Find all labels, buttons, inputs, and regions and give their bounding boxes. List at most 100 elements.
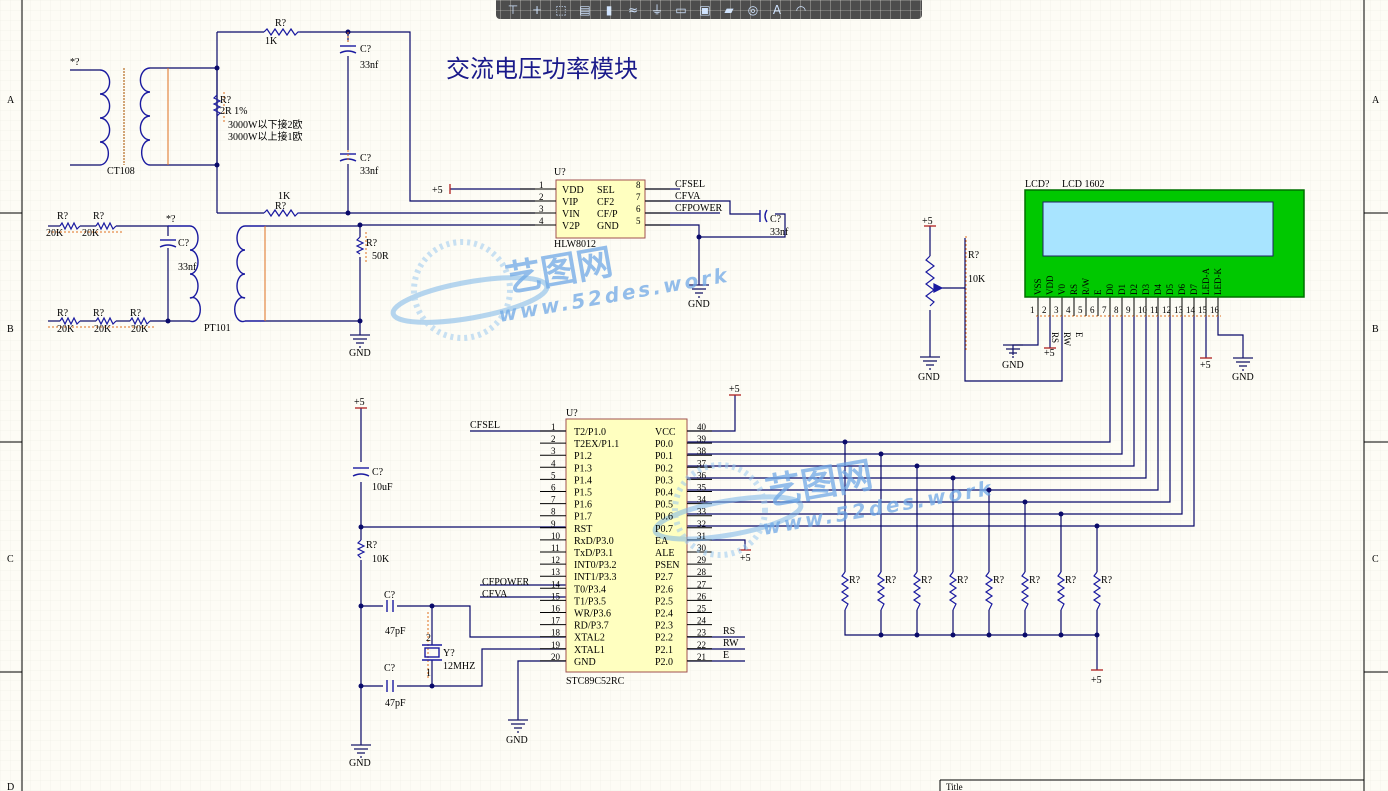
u1-part-name: HLW8012 [554,239,596,250]
lcd-pin-number: 10 [1138,305,1148,315]
u2-pin-number: 28 [697,567,707,577]
net-rs: RS [723,626,735,637]
u1-pin-number: 7 [636,192,641,202]
c-out-designator: C? [770,214,782,225]
u2-pin-number: 36 [697,470,707,480]
u2-pin-name-right: P2.5 [655,596,673,607]
watermark-logo [390,239,804,558]
u2-pin-name-right: P0.4 [655,488,673,499]
u2-pin-number: 21 [697,652,706,662]
u2-pin-name-right: P2.7 [655,572,673,583]
u1-pin-name-right: CF/P [597,209,618,220]
net-cfva: CFVA [675,191,701,202]
u2-pin-number: 30 [697,543,707,553]
c-rst-designator: C? [372,467,384,478]
u2-pin-number: 5 [551,470,556,480]
lcd-pin-name: LED-K [1213,268,1223,295]
lcd-pin-name: RS [1069,284,1079,295]
supply-symbols [355,184,1212,671]
u2-pin-name-right: P0.0 [655,439,673,450]
u1-pin-number: 6 [636,204,641,214]
component-markers [48,32,1221,680]
u2-pin-name-left: T2/P1.0 [574,427,606,438]
u2-designator: U? [566,408,578,419]
lcd-pin-number: 16 [1210,305,1220,315]
gnd-label: GND [349,348,371,359]
zone-label-left: C [7,554,14,565]
u2-pin-name-left: T2EX/P1.1 [574,439,619,450]
pullup-designator: R? [885,575,897,586]
pot-value: 10K [968,274,986,285]
u2-pin-name-right: P2.1 [655,645,673,656]
r-left-designator: R? [93,308,105,319]
lcd-pin-name: D2 [1129,284,1139,295]
u2-pin-number: 2 [551,434,556,444]
u2-pin-name-left: GND [574,657,596,668]
lcd-pin-name: D6 [1177,284,1187,295]
u2-pin-name-right: P2.4 [655,609,673,620]
u2-pin-number: 39 [697,434,707,444]
component-labels: R? 1K C? 33nf R? 2R 1% 3000W以下接2欧 3000W以… [46,18,1254,769]
u2-pin-number: 12 [551,555,560,565]
u2-pin-name-left: P1.2 [574,451,592,462]
u1-pin-name-right: GND [597,221,619,232]
lcd-pin-number: 8 [1114,305,1119,315]
u2-pin-name-right: P0.1 [655,451,673,462]
u2-pin-name-left: INT0/P3.2 [574,560,617,571]
lcd-pin-name: D4 [1153,284,1163,295]
u2-pin-name-left: RD/P3.7 [574,621,609,632]
u2-pin-number: 19 [551,640,561,650]
r-50-value: 50R [372,251,389,262]
net-cfsel: CFSEL [470,420,500,431]
plus5-label: +5 [1091,675,1102,686]
u1-pin-number: 4 [539,216,544,226]
lcd-pin-number: 15 [1198,305,1208,315]
lcd1602-screen [1042,201,1274,257]
lcd-pin-number: 12 [1162,305,1171,315]
u1-pin-number: 3 [539,204,544,214]
r-bot-value: 1K [278,191,291,202]
u2-pin-number: 3 [551,446,556,456]
lcd-designator: LCD? [1025,179,1050,190]
u2-pin-name-left: XTAL2 [574,633,605,644]
u2-pin-name-right: VCC [655,427,676,438]
plus5-label: +5 [1044,348,1055,359]
u2-part-name: STC89C52RC [566,676,625,687]
u2-pin-number: 15 [551,591,561,601]
u2-pin-name-left: P1.3 [574,463,592,474]
lcd-net-label: RS [1050,332,1060,343]
r-left-value: 20K [46,228,64,239]
lcd-pin-number: 9 [1126,305,1131,315]
u2-pin-name-right: P0.6 [655,512,673,523]
pullup-designator: R? [1101,575,1113,586]
u2-pin-number: 29 [697,555,707,565]
lcd-pin-name: D3 [1141,284,1151,295]
title-block-label: Title [946,782,963,791]
u2-pin-name-left: T1/P3.5 [574,596,606,607]
u2-pin-name-right: P2.6 [655,584,673,595]
r-top-designator: R? [275,18,287,29]
u2-pin-number: 22 [697,640,706,650]
net-rw: RW [723,638,739,649]
current-transformer [99,67,169,166]
zone-label-right: B [1372,324,1379,335]
lcd-pin-name: D0 [1105,284,1115,295]
pullup-designator: R? [957,575,969,586]
net-cfpower: CFPOWER [675,203,723,214]
shunt-note-2: 3000W以上接1欧 [228,130,302,143]
pullup-designator: R? [993,575,1005,586]
xtal-designator: Y? [443,648,455,659]
u1-supply: +5 [432,185,443,196]
capacitors [159,45,768,692]
u2-pin-number: 32 [697,519,706,529]
u2-pin-name-right: P0.2 [655,463,673,474]
c-x1-designator: C? [384,590,396,601]
u2-pin-number: 37 [697,458,707,468]
lcd-net-label: RW [1062,332,1072,347]
u2-pin-number: 35 [697,483,707,493]
u2-pin-number: 10 [551,531,561,541]
voltage-transformer [168,225,266,323]
u2-pin-number: 25 [697,604,707,614]
